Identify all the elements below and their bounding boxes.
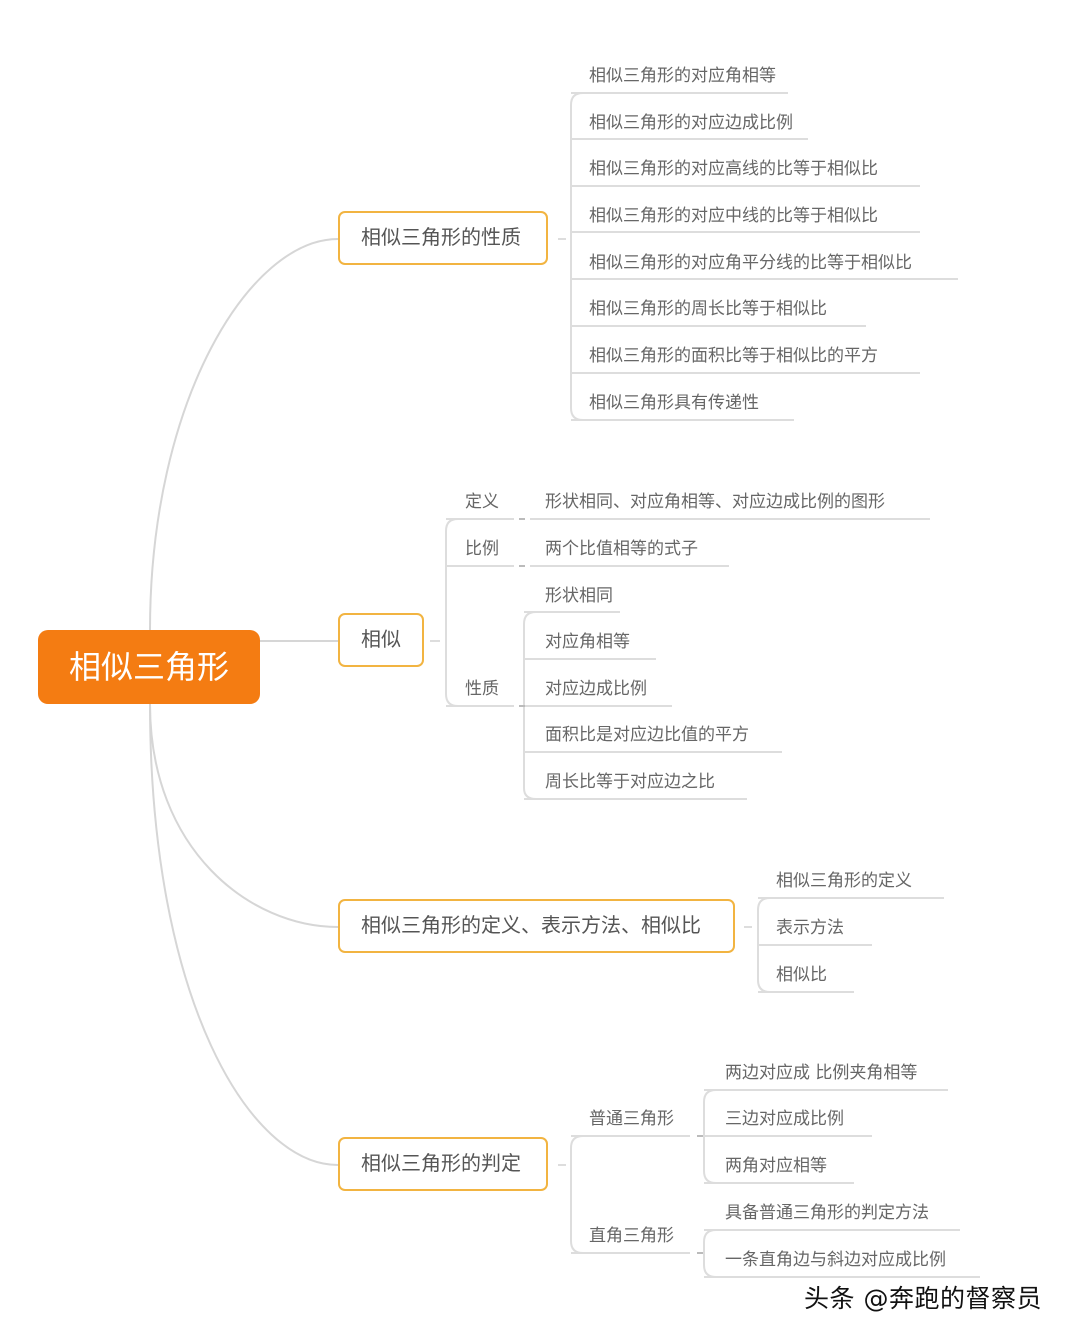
b2-definition-label: 定义 [465, 492, 499, 512]
b2-ratio-label: 比例 [465, 539, 499, 559]
root-node[interactable]: 相似三角形 [38, 630, 260, 704]
b4-right-item: 一条直角边与斜边对应成比例 [725, 1250, 946, 1270]
b1-item: 相似三角形的周长比等于相似比 [589, 299, 827, 319]
b3-item: 相似比 [776, 965, 827, 985]
b1-item: 相似三角形的对应角平分线的比等于相似比 [589, 253, 912, 273]
b2-property-item: 周长比等于对应边之比 [545, 772, 715, 792]
b2-property-item: 对应角相等 [545, 632, 630, 652]
b2-property-label: 性质 [465, 679, 499, 699]
b1-item: 相似三角形具有传递性 [589, 393, 759, 413]
branch-similar[interactable]: 相似 [338, 613, 424, 667]
b1-item: 相似三角形的对应中线的比等于相似比 [589, 206, 878, 226]
b1-item: 相似三角形的对应高线的比等于相似比 [589, 159, 878, 179]
b3-item: 表示方法 [776, 918, 844, 938]
b2-ratio-value: 两个比值相等的式子 [545, 539, 698, 559]
b2-definition-value: 形状相同、对应角相等、对应边成比例的图形 [545, 492, 885, 512]
b1-item: 相似三角形的对应边成比例 [589, 113, 793, 133]
branch-properties[interactable]: 相似三角形的性质 [338, 211, 548, 265]
b4-normal-item: 两角对应相等 [725, 1156, 827, 1176]
b2-property-item: 对应边成比例 [545, 679, 647, 699]
b3-item: 相似三角形的定义 [776, 871, 912, 891]
b2-property-item: 形状相同 [545, 586, 613, 606]
b2-property-item: 面积比是对应边比值的平方 [545, 725, 749, 745]
watermark: 头条 @奔跑的督察员 [804, 1284, 1042, 1313]
branch-criteria[interactable]: 相似三角形的判定 [338, 1137, 548, 1191]
b4-normal-label: 普通三角形 [589, 1109, 674, 1129]
b1-item: 相似三角形的对应角相等 [589, 66, 776, 86]
b4-right-label: 直角三角形 [589, 1226, 674, 1246]
branch-definition[interactable]: 相似三角形的定义、表示方法、相似比 [338, 899, 735, 953]
b4-normal-item: 两边对应成 比例夹角相等 [725, 1063, 918, 1083]
b1-item: 相似三角形的面积比等于相似比的平方 [589, 346, 878, 366]
b4-right-item: 具备普通三角形的判定方法 [725, 1203, 929, 1223]
b4-normal-item: 三边对应成比例 [725, 1109, 844, 1129]
